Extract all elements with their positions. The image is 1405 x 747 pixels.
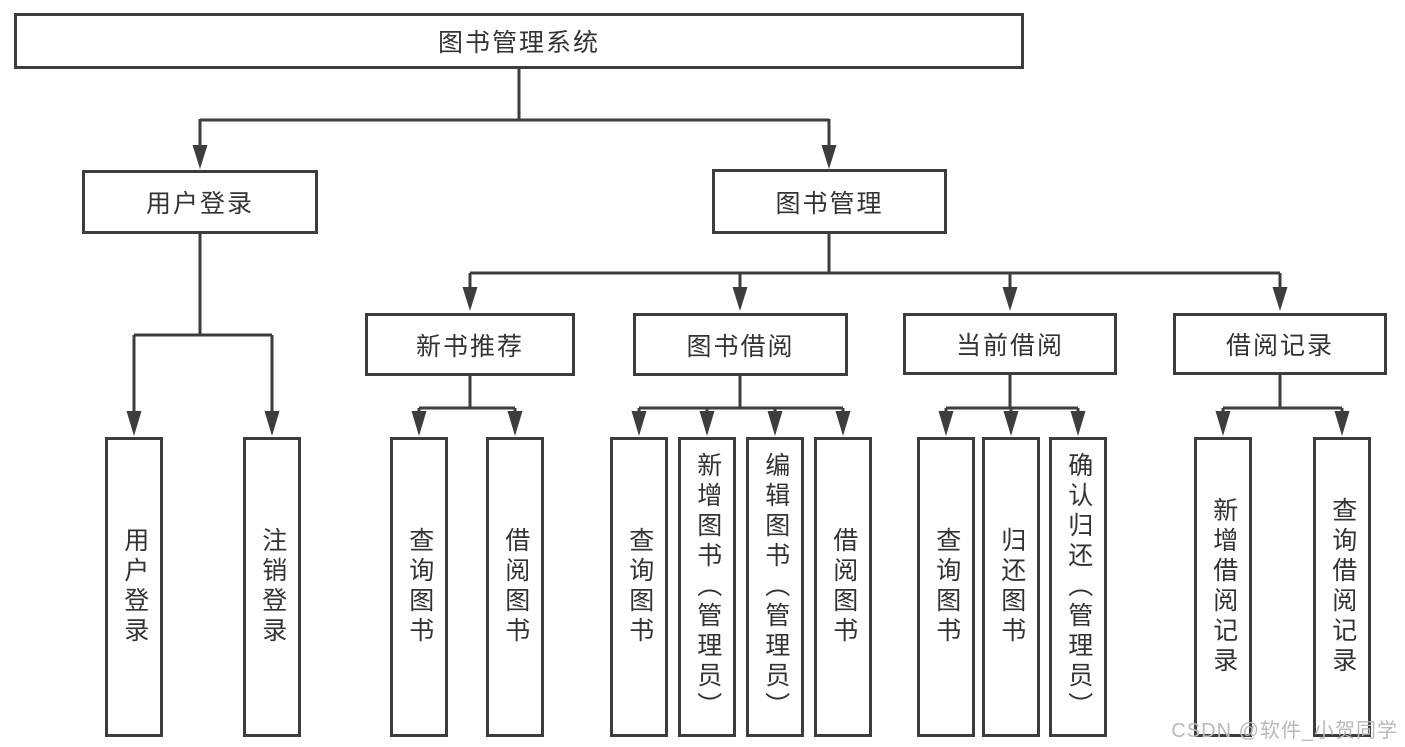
leaf-user-login-label: 用户登录	[120, 527, 149, 647]
leaf-current-return-label: 归还图书	[997, 527, 1026, 647]
leaf-user-login: 用户登录	[105, 437, 163, 737]
leaf-newbook-query-label: 查询图书	[405, 527, 434, 647]
leaf-newbook-borrow-label: 借阅图书	[501, 527, 530, 647]
leaf-current-return: 归还图书	[982, 437, 1040, 737]
leaf-borrow-query-label: 查询图书	[625, 527, 654, 647]
connector-book-management	[468, 234, 1282, 290]
connector-new-book	[417, 376, 517, 412]
leaf-logout-label: 注销登录	[258, 527, 287, 647]
leaf-borrow-edit-admin-label: 编辑图书（管理员）	[761, 452, 790, 722]
connector-borrow-records	[1221, 375, 1344, 412]
node-book-management: 图书管理	[712, 169, 947, 234]
leaf-borrow-add-admin: 新增图书（管理员）	[678, 437, 736, 737]
leaf-borrow-borrow-label: 借阅图书	[829, 527, 858, 647]
connector-user-login	[132, 233, 274, 412]
node-borrow-records: 借阅记录	[1173, 313, 1387, 375]
connector-root	[198, 69, 831, 147]
connector-current-borrow	[944, 375, 1080, 412]
leaf-logout: 注销登录	[243, 437, 301, 737]
leaf-records-add-label: 新增借阅记录	[1209, 497, 1238, 677]
node-book-borrowing: 图书借阅	[633, 313, 848, 376]
node-current-borrowing: 当前借阅	[903, 313, 1117, 375]
leaf-borrow-query: 查询图书	[610, 437, 668, 737]
leaf-borrow-edit-admin: 编辑图书（管理员）	[746, 437, 804, 737]
leaf-current-query: 查询图书	[917, 437, 975, 737]
connector-book-borrow	[637, 376, 845, 412]
leaf-records-query-label: 查询借阅记录	[1328, 497, 1357, 677]
leaf-current-confirm-admin-label: 确认归还（管理员）	[1064, 452, 1093, 722]
node-new-book-recommend: 新书推荐	[365, 313, 575, 376]
leaf-current-confirm-admin: 确认归还（管理员）	[1049, 437, 1107, 737]
leaf-borrow-add-admin-label: 新增图书（管理员）	[693, 452, 722, 722]
node-root: 图书管理系统	[14, 13, 1024, 69]
leaf-borrow-borrow: 借阅图书	[814, 437, 872, 737]
arrowheads	[126, 145, 1350, 436]
leaf-records-query: 查询借阅记录	[1313, 437, 1371, 737]
node-user-login: 用户登录	[82, 170, 318, 234]
leaf-newbook-query: 查询图书	[390, 437, 448, 737]
leaf-newbook-borrow: 借阅图书	[486, 437, 544, 737]
leaf-records-add: 新增借阅记录	[1194, 437, 1252, 737]
leaf-current-query-label: 查询图书	[932, 527, 961, 647]
watermark: CSDN @软件_小贺同学	[1171, 720, 1398, 742]
